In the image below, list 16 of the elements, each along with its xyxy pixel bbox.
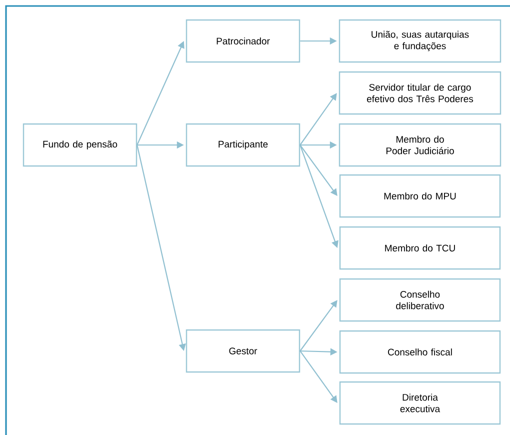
process-box: Fundo de pensão bbox=[22, 123, 138, 167]
process-box: Servidor titular de cargo efetivo dos Três Poderes bbox=[338, 71, 502, 115]
process-box: Patrocinador bbox=[186, 19, 300, 63]
arrow bbox=[300, 300, 338, 352]
process-box: Membro do Poder Judiciário bbox=[338, 123, 502, 167]
process-box: Diretoria executiva bbox=[339, 381, 501, 425]
process-box: Participante bbox=[186, 123, 300, 167]
process-box: Gestor bbox=[186, 329, 300, 373]
process-box: Membro do MPU bbox=[339, 174, 501, 218]
process-box: União, suas autarquias e fundações bbox=[338, 19, 502, 63]
arrow bbox=[300, 350, 338, 403]
arrow bbox=[300, 93, 337, 146]
arrow bbox=[300, 144, 338, 196]
process-box: Membro do TCU bbox=[339, 226, 501, 270]
process-box: Conselho deliberativo bbox=[339, 278, 501, 322]
process-box: Conselho fiscal bbox=[339, 330, 501, 374]
